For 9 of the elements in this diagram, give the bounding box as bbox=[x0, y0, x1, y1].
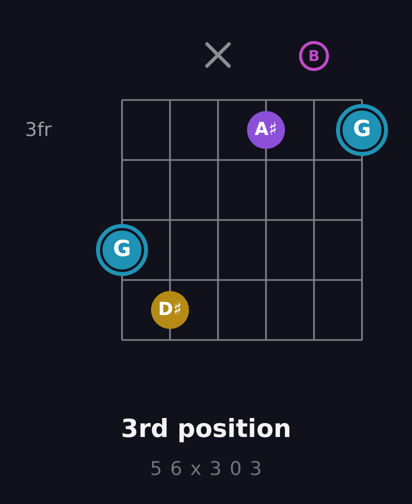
note-dot: A♯ bbox=[247, 111, 285, 149]
chord-title: 3rd position bbox=[121, 413, 292, 445]
root-note-marker: G bbox=[96, 224, 148, 276]
fret-position-label: 3fr bbox=[25, 119, 52, 142]
note-dot: D♯ bbox=[151, 291, 189, 329]
fingering-caption: 5 6 x 3 0 3 bbox=[150, 457, 263, 482]
cross-mark-icon bbox=[205, 42, 231, 68]
open-string-note: B bbox=[299, 41, 329, 71]
root-note-marker: G bbox=[336, 104, 388, 156]
